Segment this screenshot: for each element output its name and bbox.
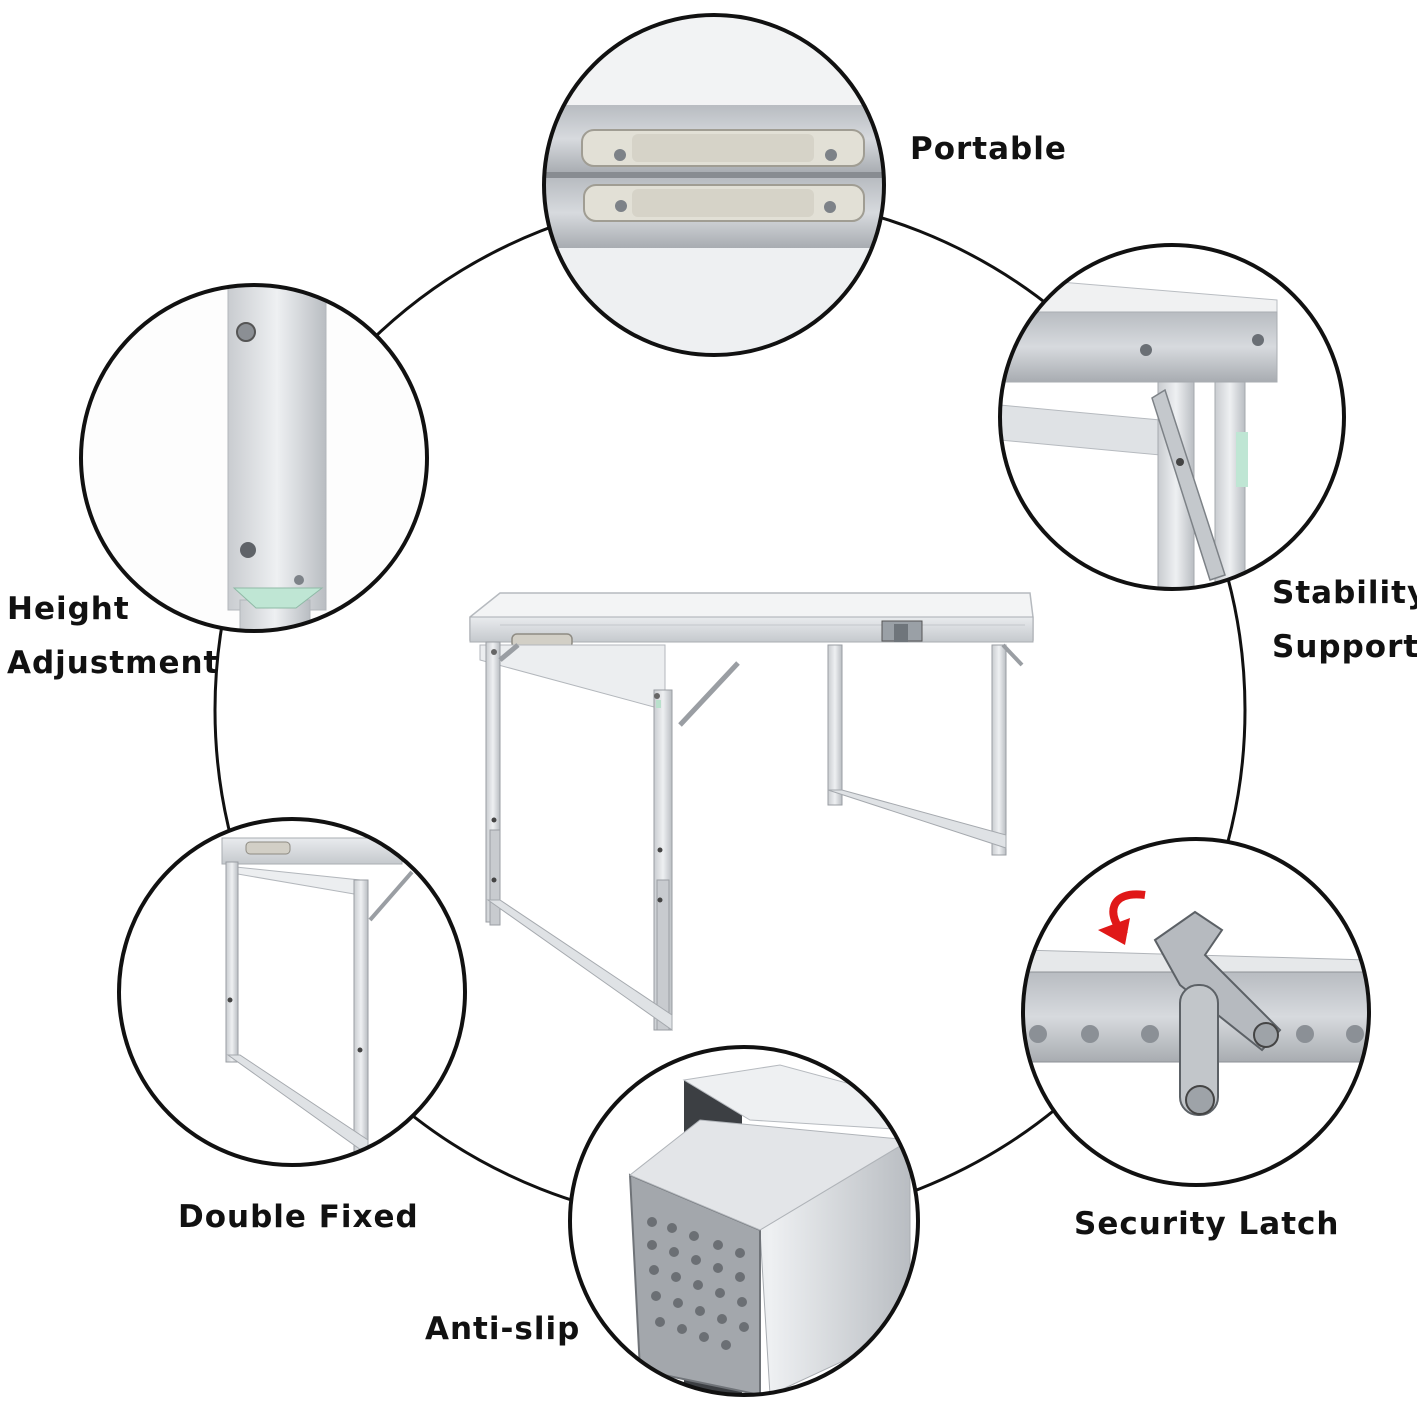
stability-label-line1: Stability: [1272, 575, 1417, 611]
stability-support-label: Stability Support: [1272, 566, 1417, 674]
security-latch-label: Security Latch: [1074, 1197, 1339, 1251]
height-adjustment-detail-image: [79, 283, 429, 633]
height-adjustment-label: Height Adjustment: [7, 582, 219, 690]
double-fixed-label: Double Fixed: [178, 1190, 419, 1244]
portable-label: Portable: [910, 122, 1067, 176]
anti-slip-label: Anti-slip: [425, 1302, 580, 1356]
double-fixed-label-text: Double Fixed: [178, 1199, 419, 1235]
security-latch-label-text: Security Latch: [1074, 1206, 1340, 1242]
stability-support-detail-image: [998, 243, 1346, 591]
height-label-line2: Adjustment: [7, 645, 220, 681]
stability-label-line2: Support: [1272, 629, 1417, 665]
anti-slip-detail-image: [568, 1045, 920, 1397]
security-latch-detail-image: [1021, 837, 1371, 1187]
double-fixed-detail-image: [117, 817, 467, 1167]
height-label-line1: Height: [7, 591, 130, 627]
anti-slip-label-text: Anti-slip: [425, 1311, 581, 1347]
portable-label-text: Portable: [910, 131, 1067, 167]
portable-detail-image: [542, 13, 886, 357]
folding-table-image: [469, 592, 1034, 1031]
